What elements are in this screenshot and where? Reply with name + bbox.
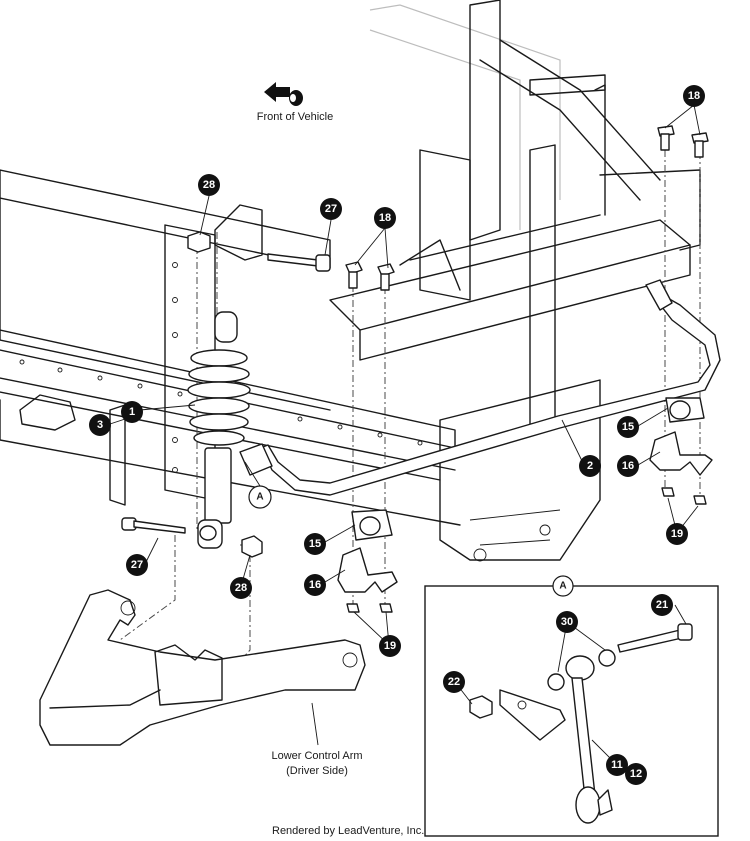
callout-16-right: 16 xyxy=(617,455,639,477)
callout-15-right: 15 xyxy=(617,416,639,438)
callout-16-left: 16 xyxy=(304,574,326,596)
lower-control-arm-label: Lower Control Arm xyxy=(271,750,362,762)
detail-a-marker-box: A xyxy=(552,575,574,597)
lower-shock-hardware xyxy=(121,517,263,558)
callout-18-right: 18 xyxy=(683,85,705,107)
svg-text:27: 27 xyxy=(131,559,143,571)
callout-22: 22 xyxy=(443,671,465,693)
detail-a-marker-main: A xyxy=(248,485,272,509)
svg-text:22: 22 xyxy=(448,676,460,688)
crossmember-bolts xyxy=(345,125,709,291)
svg-text:A: A xyxy=(256,492,263,503)
front-of-vehicle-arrow xyxy=(264,82,303,106)
svg-text:2: 2 xyxy=(587,460,593,472)
callout-27-upper: 27 xyxy=(320,198,342,220)
callouts: 28 27 18 18 1 3 2 15 16 19 15 16 19 27 2… xyxy=(89,85,705,785)
shock-absorber xyxy=(187,311,251,549)
upper-shock-hardware xyxy=(187,204,331,272)
svg-text:11: 11 xyxy=(611,759,623,771)
detail-reference-markers: A A xyxy=(244,461,574,597)
svg-text:28: 28 xyxy=(203,179,215,191)
svg-text:A: A xyxy=(559,581,566,592)
svg-text:15: 15 xyxy=(309,538,321,550)
callout-1: 1 xyxy=(121,401,143,423)
stabilizer-bar xyxy=(239,279,721,496)
callout-3: 3 xyxy=(89,414,111,436)
svg-text:3: 3 xyxy=(97,419,103,431)
svg-text:12: 12 xyxy=(630,768,642,780)
vehicle-frame xyxy=(0,0,701,562)
text-labels: Front of Vehicle Lower Control Arm (Driv… xyxy=(257,111,425,837)
callout-18-left: 18 xyxy=(374,207,396,229)
callout-19-right: 19 xyxy=(666,523,688,545)
lower-control-arm-sublabel: (Driver Side) xyxy=(286,765,348,777)
svg-text:19: 19 xyxy=(671,528,683,540)
lower-control-arm xyxy=(39,589,366,746)
svg-text:15: 15 xyxy=(622,421,634,433)
callout-28-lower: 28 xyxy=(230,577,252,599)
callout-28-upper: 28 xyxy=(198,174,220,196)
svg-text:30: 30 xyxy=(561,616,573,628)
callout-30: 30 xyxy=(556,611,578,633)
svg-text:21: 21 xyxy=(656,599,668,611)
svg-text:28: 28 xyxy=(235,582,247,594)
bushings-left xyxy=(337,509,398,613)
callout-15-left: 15 xyxy=(304,533,326,555)
svg-text:1: 1 xyxy=(129,406,135,418)
front-of-vehicle-label: Front of Vehicle xyxy=(257,111,333,123)
svg-text:19: 19 xyxy=(384,640,396,652)
callout-21: 21 xyxy=(651,594,673,616)
callout-27-lower: 27 xyxy=(126,554,148,576)
svg-text:18: 18 xyxy=(379,212,391,224)
callout-12: 12 xyxy=(625,763,647,785)
credit-label: Rendered by LeadVenture, Inc. xyxy=(272,825,424,837)
svg-text:18: 18 xyxy=(688,90,700,102)
callout-2: 2 xyxy=(579,455,601,477)
svg-text:16: 16 xyxy=(309,579,321,591)
svg-text:27: 27 xyxy=(325,203,337,215)
callout-19-left: 19 xyxy=(379,635,401,657)
callout-11: 11 xyxy=(606,754,628,776)
bushings-right xyxy=(649,397,713,505)
svg-text:16: 16 xyxy=(622,460,634,472)
